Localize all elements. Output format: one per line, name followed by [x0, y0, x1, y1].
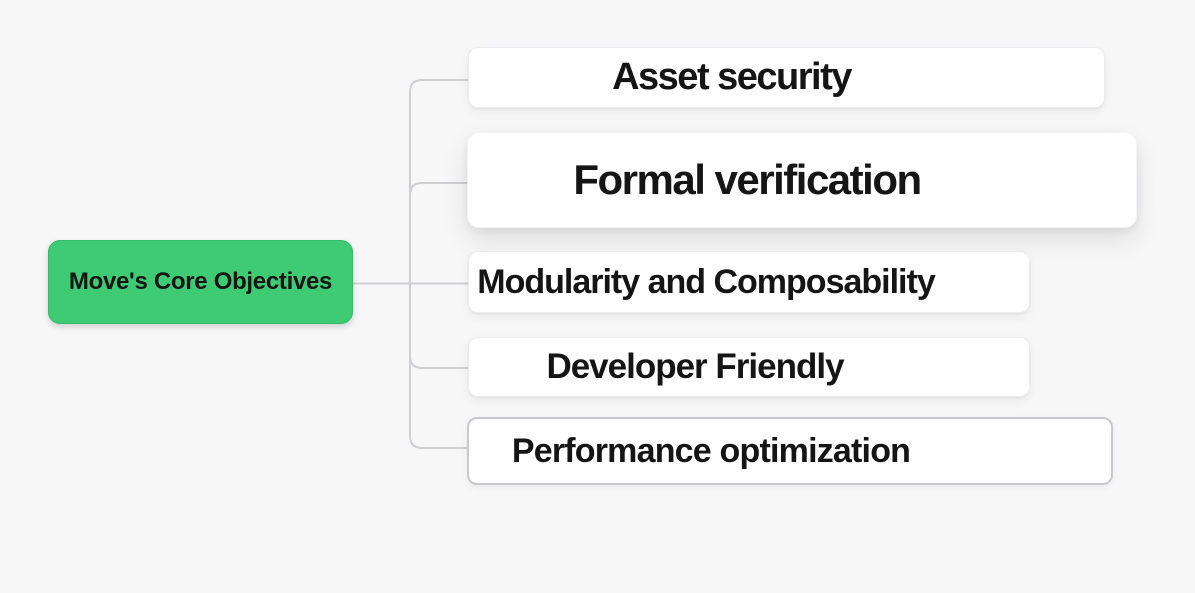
node-formal-verification[interactable]: Formal verification: [467, 132, 1137, 228]
node-performance-optimization[interactable]: Performance optimization: [467, 417, 1113, 485]
node-label: Formal verification: [573, 156, 922, 203]
node-label: Modularity and Composability: [477, 262, 935, 301]
node-asset-security[interactable]: Asset security: [468, 47, 1105, 108]
connector-developer-friendly: [409, 282, 469, 369]
connector-asset-security: [409, 79, 469, 285]
connector-formal-verification: [409, 182, 468, 285]
root-node-label: Move's Core Objectives: [68, 268, 333, 295]
node-label: Developer Friendly: [546, 347, 844, 386]
root-node-moves-core-objectives[interactable]: Move's Core Objectives: [48, 240, 353, 324]
node-developer-friendly[interactable]: Developer Friendly: [468, 337, 1030, 397]
node-label: Performance optimization: [511, 431, 911, 470]
node-modularity-and-composability[interactable]: Modularity and Composability: [468, 251, 1030, 313]
node-label: Asset security: [612, 56, 852, 98]
connector-performance-optimization: [409, 282, 468, 449]
